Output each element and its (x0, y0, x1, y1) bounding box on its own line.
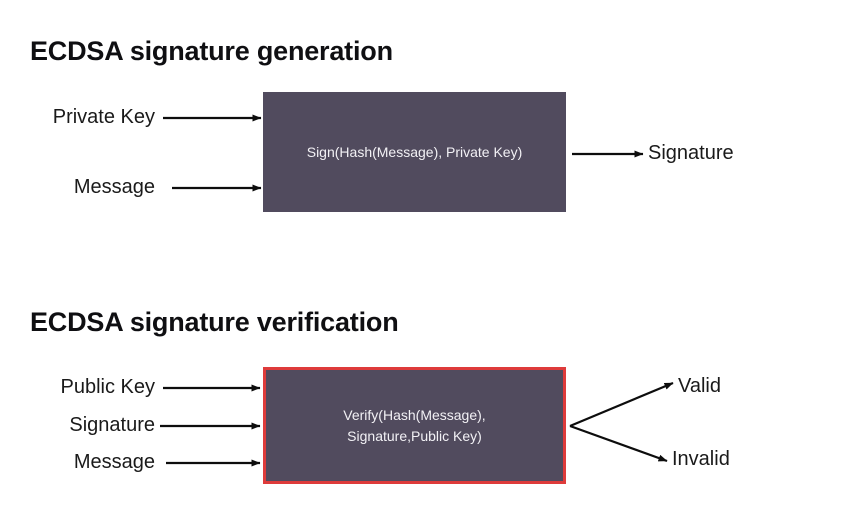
input-label-public-key: Public Key (60, 376, 156, 398)
input-label-private-key: Private Key (52, 106, 155, 128)
input-label-message-generation: Message (73, 176, 155, 198)
input-label-message-verification: Message (73, 451, 155, 473)
arrow-verify-to-valid (569, 381, 674, 428)
input-label-signature: Signature (69, 414, 155, 436)
section-title-generation: ECDSA signature generation (30, 36, 393, 66)
section-title-verification: ECDSA signature verification (30, 307, 399, 337)
process-box-verify-label: Verify(Hash(Message), Signature,Public K… (343, 406, 486, 444)
arrow-verify-to-invalid (569, 424, 668, 463)
process-box-sign: Sign(Hash(Message), Private Key) (263, 92, 566, 212)
output-label-invalid: Invalid (672, 448, 730, 470)
process-box-sign-label: Sign(Hash(Message), Private Key) (306, 143, 523, 160)
process-box-verify: Verify(Hash(Message), Signature,Public K… (263, 367, 566, 484)
output-label-signature: Signature (648, 142, 734, 164)
output-label-valid: Valid (678, 375, 721, 397)
